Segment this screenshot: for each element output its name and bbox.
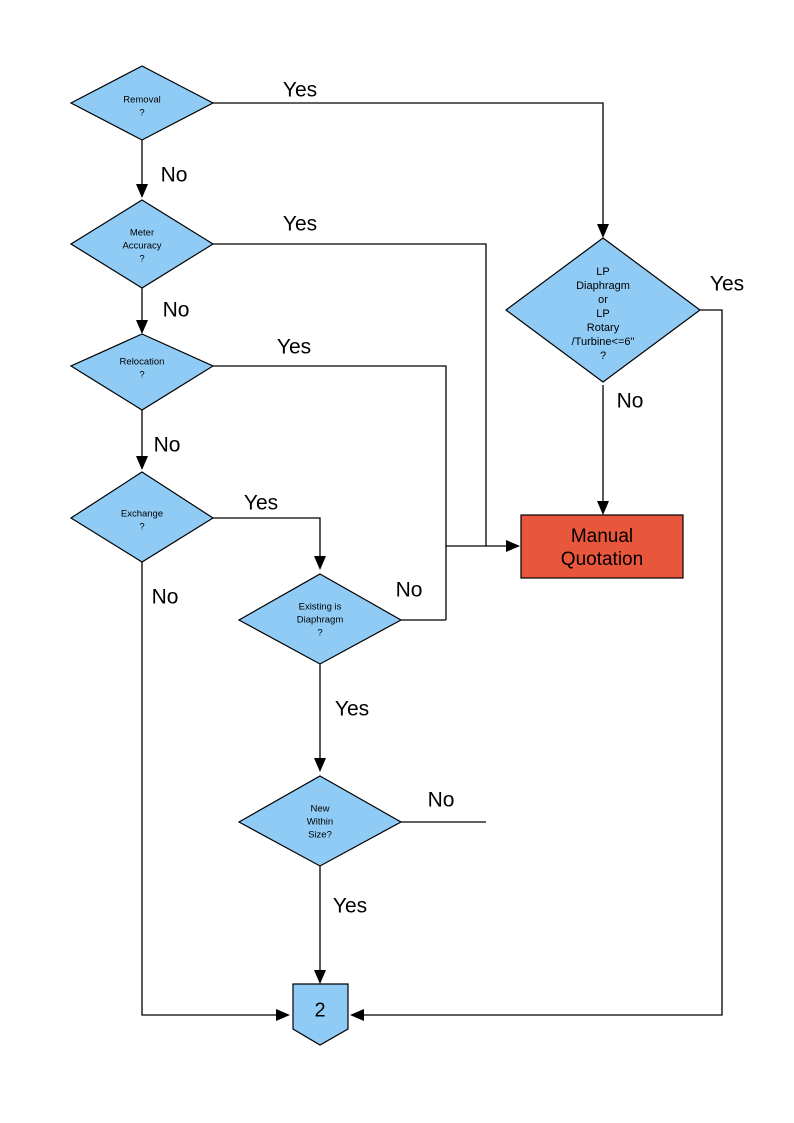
edge-label-relocation-no: No — [154, 434, 181, 457]
edge-label-exchange-no: No — [152, 586, 179, 609]
edge-existing-diaphragm-yes — [314, 664, 326, 772]
node-lp-diaphragm-line5: Rotary — [587, 322, 620, 334]
edge-new-within-size-yes — [314, 866, 326, 984]
node-manual-quotation-line2: Quotation — [561, 549, 643, 570]
node-lp-diaphragm-line7: ? — [600, 350, 606, 362]
arrowhead-icon — [136, 320, 148, 334]
node-existing-is-diaphragm-line2: Diaphragm — [297, 615, 344, 626]
decision-shape — [69, 471, 215, 563]
node-lp-diaphragm-line3: or — [598, 294, 608, 306]
arrowhead-icon — [136, 184, 148, 198]
node-connector-2-label: 2 — [314, 999, 325, 1021]
arrowhead-icon — [597, 224, 609, 238]
edge-label-exchange-yes: Yes — [244, 492, 278, 515]
node-removal[interactable]: Removal ? — [69, 65, 215, 141]
node-manual-quotation[interactable]: Manual Quotation — [520, 514, 684, 579]
node-new-within-size-line3: Size? — [308, 830, 332, 841]
node-lp-diaphragm-line2: Diaphragm — [576, 280, 630, 292]
arrowhead-icon — [136, 456, 148, 470]
edge-label-new-within-size-no: No — [428, 789, 455, 812]
node-connector-2[interactable]: 2 — [292, 983, 349, 1046]
edge-label-existing-diaphragm-no: No — [396, 579, 423, 602]
edge-relocation-yes — [213, 365, 447, 620]
arrowhead-icon — [314, 758, 326, 772]
decision-shape — [237, 775, 403, 867]
edge-label-meter-accuracy-yes: Yes — [283, 213, 317, 236]
process-shape — [520, 514, 684, 579]
node-meter-accuracy-line2: Accuracy — [122, 241, 161, 252]
edge-label-lp-diaphragm-yes: Yes — [710, 273, 744, 296]
arrowhead-icon — [276, 1009, 290, 1021]
node-removal-line2: ? — [139, 108, 144, 119]
node-relocation[interactable]: Relocation ? — [69, 333, 215, 411]
node-existing-is-diaphragm[interactable]: Existing is Diaphragm ? — [237, 573, 403, 665]
node-relocation-line2: ? — [139, 370, 144, 381]
decision-shape — [237, 573, 403, 665]
node-new-within-size-line2: Within — [307, 817, 333, 828]
node-relocation-line1: Relocation — [120, 357, 165, 368]
arrowhead-icon — [314, 556, 326, 570]
edge-removal-yes — [213, 102, 609, 238]
edge-relocation-no — [136, 410, 148, 470]
arrowhead-icon — [350, 1009, 364, 1021]
edge-label-removal-no: No — [161, 164, 188, 187]
edge-label-new-within-size-yes: Yes — [333, 895, 367, 918]
node-exchange[interactable]: Exchange ? — [69, 471, 215, 563]
arrowhead-icon — [506, 540, 520, 552]
arrowhead-icon — [314, 970, 326, 984]
node-meter-accuracy-line1: Meter — [130, 228, 154, 239]
node-meter-accuracy-line3: ? — [139, 254, 144, 265]
node-manual-quotation-line1: Manual — [571, 526, 633, 547]
node-exchange-line1: Exchange — [121, 509, 163, 520]
node-lp-diaphragm-line4: LP — [596, 308, 609, 320]
node-new-within-size-line1: New — [310, 804, 329, 815]
edge-exchange-yes — [213, 517, 326, 570]
node-lp-diaphragm[interactable]: LP Diaphragm or LP Rotary /Turbine<=6" ? — [504, 237, 702, 383]
arrowhead-icon — [597, 501, 609, 515]
node-existing-is-diaphragm-line3: ? — [317, 628, 322, 639]
node-existing-is-diaphragm-line1: Existing is — [299, 602, 342, 613]
edge-label-relocation-yes: Yes — [277, 336, 311, 359]
edge-meter-accuracy-no — [136, 288, 148, 334]
node-removal-line1: Removal — [123, 95, 161, 106]
edge-exchange-no — [141, 562, 290, 1021]
node-lp-diaphragm-line1: LP — [596, 266, 609, 278]
off-page-connector-shape — [292, 983, 349, 1046]
edge-label-lp-diaphragm-no: No — [617, 390, 644, 413]
decision-shape — [69, 65, 215, 141]
edge-label-existing-diaphragm-yes: Yes — [335, 698, 369, 721]
edge-lp-diaphragm-no — [597, 385, 609, 515]
edge-label-removal-yes: Yes — [283, 79, 317, 102]
edge-removal-no — [136, 140, 148, 198]
edge-lp-diaphragm-yes — [350, 309, 723, 1021]
edge-label-meter-accuracy-no: No — [163, 299, 190, 322]
edge-to-manual-quotation — [446, 540, 520, 552]
edge-meter-accuracy-yes — [213, 243, 487, 546]
decision-shape — [69, 199, 215, 289]
node-meter-accuracy[interactable]: Meter Accuracy ? — [69, 199, 215, 289]
decision-shape — [69, 333, 215, 411]
node-exchange-line2: ? — [139, 522, 144, 533]
node-lp-diaphragm-line6: /Turbine<=6" — [572, 336, 635, 348]
decision-shape — [504, 237, 702, 383]
node-new-within-size[interactable]: New Within Size? — [237, 775, 403, 867]
